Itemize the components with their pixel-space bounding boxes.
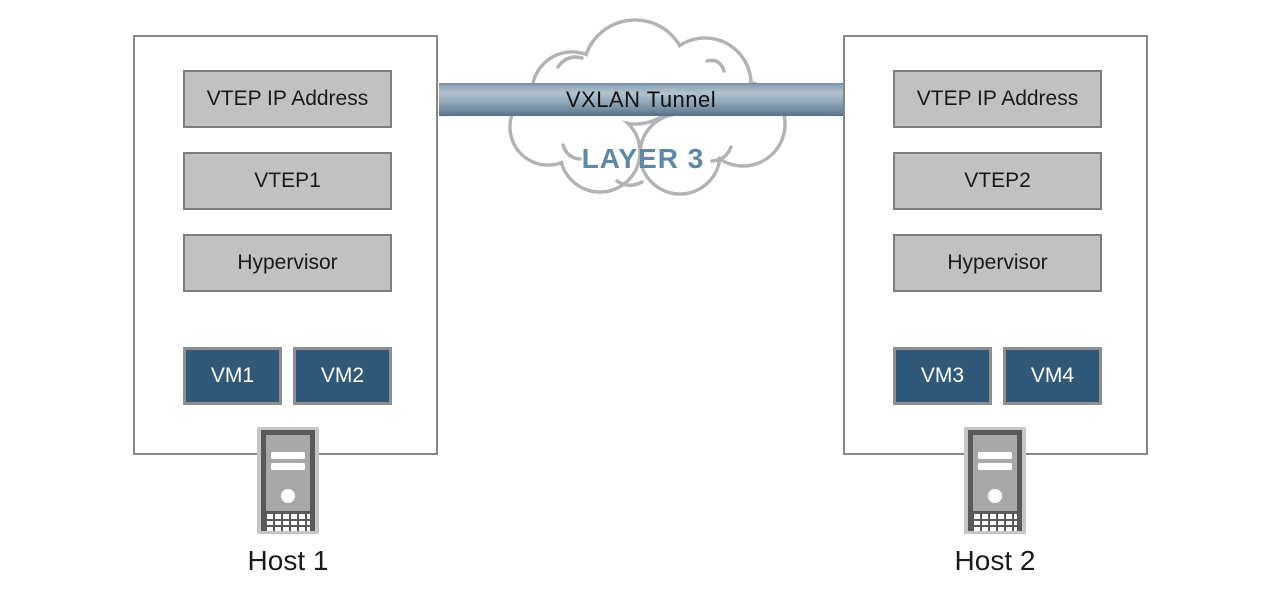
- host2-vtep-ip-box: VTEP IP Address: [893, 70, 1102, 128]
- host1-vtep-box: VTEP1: [183, 152, 392, 210]
- layer3-label: LAYER 3: [581, 143, 705, 174]
- host2-hypervisor-box: Hypervisor: [893, 234, 1102, 292]
- host1-server-icon: [257, 427, 319, 534]
- host2-vtep-box: VTEP2: [893, 152, 1102, 210]
- host1-label: Host 1: [247, 545, 329, 576]
- host1-hypervisor-box: Hypervisor: [183, 234, 392, 292]
- host2-box: VTEP IP Address VTEP2 Hypervisor VM3 VM4: [843, 35, 1148, 455]
- host1-vm1-box: VM1: [183, 347, 282, 405]
- host1-vm2-box: VM2: [293, 347, 392, 405]
- host2-vm4-box: VM4: [1003, 347, 1102, 405]
- vxlan-tunnel-label: VXLAN Tunnel: [565, 86, 717, 112]
- host2-server-icon: [964, 427, 1026, 534]
- host1-vtep-ip-box: VTEP IP Address: [183, 70, 392, 128]
- host2-label: Host 2: [954, 545, 1036, 576]
- host1-box: VTEP IP Address VTEP1 Hypervisor VM1 VM2: [133, 35, 438, 455]
- vxlan-tunnel-bar: VXLAN Tunnel: [439, 83, 843, 116]
- host2-vm3-box: VM3: [893, 347, 992, 405]
